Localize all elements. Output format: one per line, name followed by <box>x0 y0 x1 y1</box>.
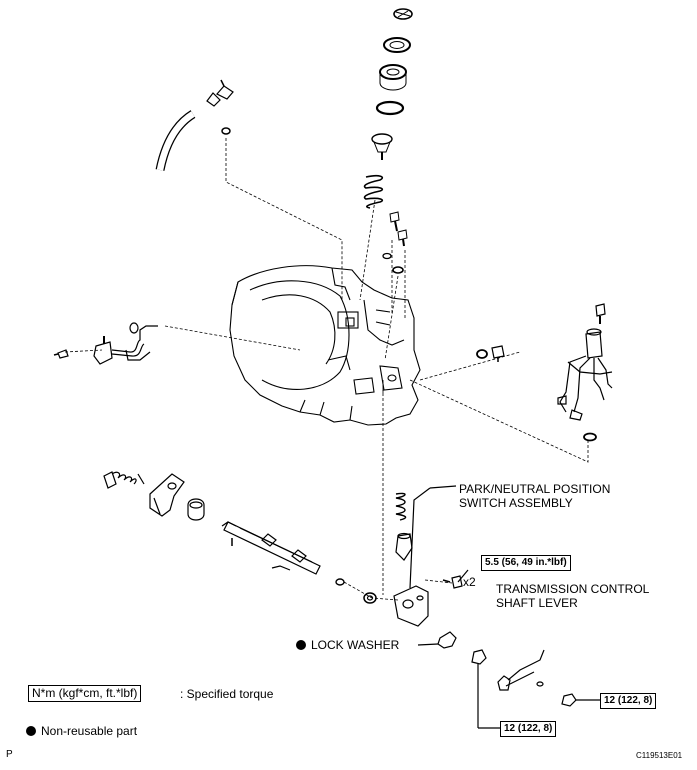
lock-washer-label: LOCK WASHER <box>296 638 399 652</box>
transmission-case <box>229 265 421 426</box>
torque-spec-nut-right: 12 (122, 8) <box>600 693 657 709</box>
figure-code: C119513E01 <box>636 751 683 760</box>
legend-torque-desc: : Specified torque <box>180 687 274 701</box>
left-sensor-harness <box>53 322 158 365</box>
legend-torque-unit: N*m (kgf*cm, ft.*lbf) <box>28 685 142 702</box>
legend-non-reusable-text: Non-reusable part <box>41 724 138 738</box>
legend-dot-icon <box>26 726 36 736</box>
legend-non-reusable: Non-reusable part <box>26 724 137 738</box>
leader-lines <box>64 138 589 601</box>
torque-spec-switch: 5.5 (56, 49 in.*lbf) <box>481 555 571 571</box>
control-lever-parts <box>417 631 600 729</box>
park-neutral-switch-label: PARK/NEUTRAL POSITION SWITCH ASSEMBLY <box>459 482 610 510</box>
page-letter: P <box>6 749 13 760</box>
lock-washer-text: LOCK WASHER <box>311 638 400 652</box>
torque-spec-nut-left: 12 (122, 8) <box>500 721 557 737</box>
control-shaft-lever-label-line2: SHAFT LEVER <box>496 596 578 610</box>
non-reusable-dot-icon <box>296 640 306 650</box>
manual-valve-parts <box>103 471 377 604</box>
control-shaft-lever-label-line1: TRANSMISSION CONTROL <box>496 582 650 596</box>
breather-hose <box>155 79 234 171</box>
park-neutral-switch-label-line1: PARK/NEUTRAL POSITION <box>459 482 611 496</box>
top-parts-stack <box>363 8 413 274</box>
park-neutral-switch <box>393 485 469 627</box>
park-neutral-switch-label-line2: SWITCH ASSEMBLY <box>459 496 573 510</box>
quantity-label: x2 <box>463 575 476 589</box>
control-shaft-lever-label: TRANSMISSION CONTROL SHAFT LEVER <box>496 582 649 610</box>
right-switch-harness <box>476 303 613 442</box>
